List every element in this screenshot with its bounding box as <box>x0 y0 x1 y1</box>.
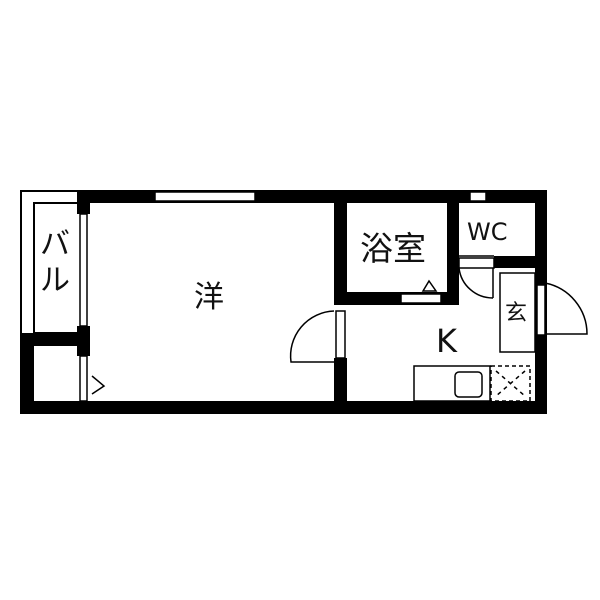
entrance-label: 玄 <box>505 301 528 326</box>
western-room-label: 洋 <box>194 280 224 315</box>
balcony-label-2: ル <box>40 263 70 298</box>
windows <box>79 191 546 402</box>
wc-partition <box>458 255 495 298</box>
toilet-label: WC <box>467 218 508 246</box>
bathroom-label: 浴室 <box>360 229 426 268</box>
kitchen-counter <box>413 365 531 402</box>
doors <box>91 267 588 395</box>
kitchen-label: K <box>436 322 457 360</box>
balcony-label-1: バ <box>40 227 70 262</box>
entrance-step <box>499 272 536 353</box>
